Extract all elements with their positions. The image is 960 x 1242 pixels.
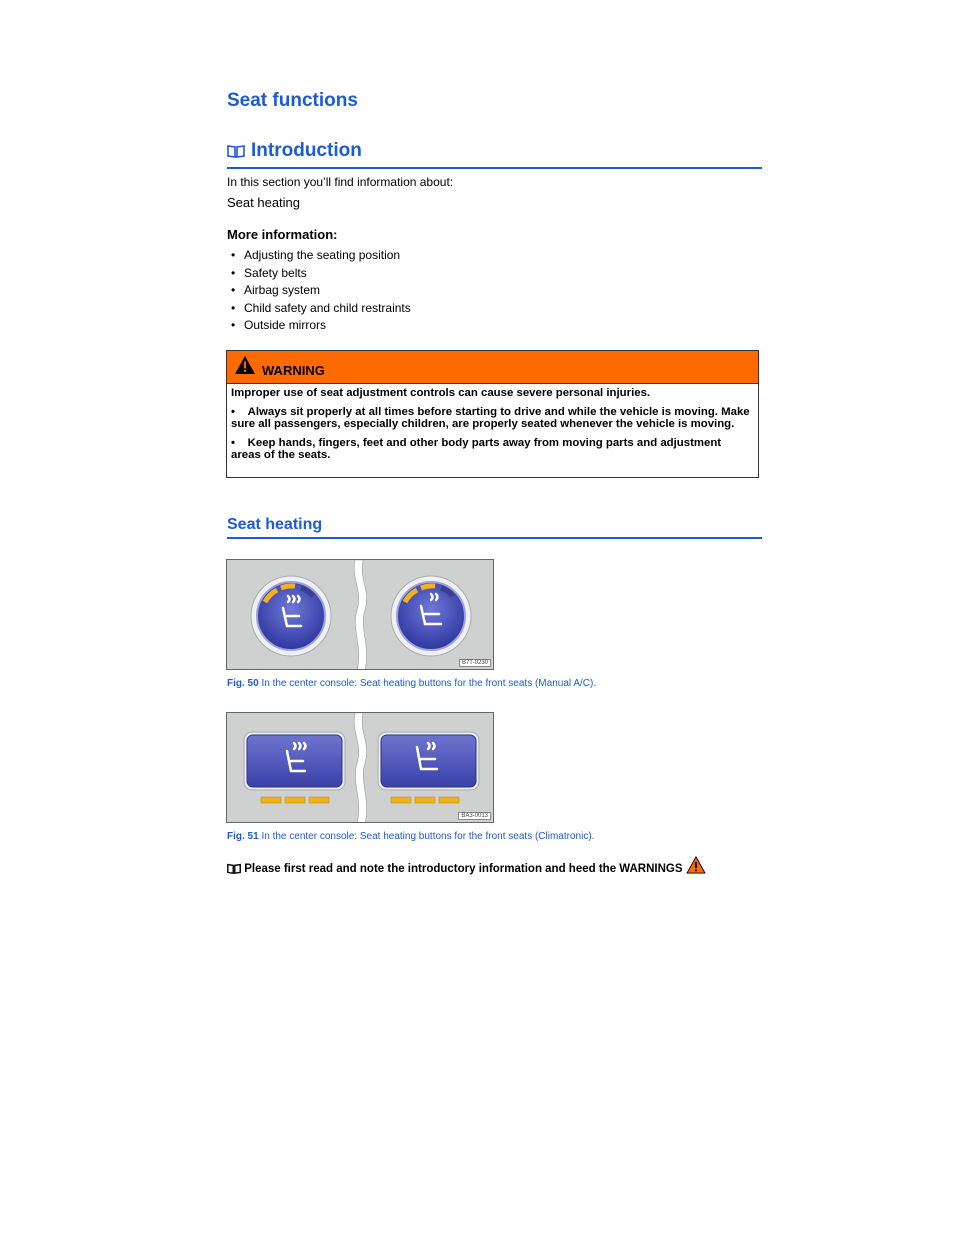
list-item[interactable]: Adjusting the seating position — [227, 247, 411, 265]
introductory-note: Please first read and note the introduct… — [227, 855, 706, 875]
more-info-list: Adjusting the seating position Safety be… — [227, 247, 411, 335]
intro-heading-text: Introduction — [251, 140, 362, 161]
warning-lead: Improper use of seat adjustment controls… — [231, 387, 651, 399]
book-icon — [227, 863, 244, 875]
figure-caption-text: In the center console: Seat heating butt… — [261, 831, 595, 842]
figure-code: BA3-0013 — [458, 812, 491, 820]
figure-label: Fig. 51 — [227, 831, 259, 842]
figure-label: Fig. 50 — [227, 678, 259, 689]
warning-triangle-icon[interactable] — [685, 855, 706, 875]
intro-text: In this section you’ll find information … — [227, 175, 454, 189]
list-item[interactable]: Airbag system — [227, 282, 411, 300]
seat-heating-buttons-illustration — [227, 713, 493, 822]
warning-box: WARNING Improper use of seat adjustment … — [226, 350, 759, 478]
list-item[interactable]: Child safety and child restraints — [227, 300, 411, 318]
intro-heading: Introduction — [227, 140, 762, 169]
seat-heating-knobs-illustration — [227, 560, 493, 669]
figure-code: B7T-0230 — [458, 659, 491, 667]
warning-title: WARNING — [262, 363, 325, 378]
figure-caption: Fig. 50 In the center console: Seat heat… — [227, 678, 596, 689]
figure-seat-heating-buttons: BA3-0013 — [226, 712, 494, 823]
more-info-label: More information: — [227, 227, 338, 242]
figure-caption: Fig. 51 In the center console: Seat heat… — [227, 831, 594, 842]
warning-triangle-icon — [234, 355, 256, 380]
intro-topic-link[interactable]: Seat heating — [227, 195, 301, 210]
warning-body: Improper use of seat adjustment controls… — [227, 384, 758, 462]
note-text: Please first read and note the introduct… — [244, 863, 683, 875]
list-item[interactable]: Safety belts — [227, 265, 411, 283]
warning-header: WARNING — [227, 351, 758, 384]
figure-caption-text: In the center console: Seat heating butt… — [261, 678, 597, 689]
book-icon — [227, 142, 245, 164]
figure-seat-heating-knobs: B7T-0230 — [226, 559, 494, 670]
section-title: Seat functions — [227, 90, 358, 111]
warning-item: • Keep hands, fingers, feet and other bo… — [231, 436, 722, 462]
list-item[interactable]: Outside mirrors — [227, 317, 411, 335]
warning-item: • Always sit properly at all times befor… — [231, 405, 750, 431]
seat-heating-heading: Seat heating — [227, 516, 762, 539]
